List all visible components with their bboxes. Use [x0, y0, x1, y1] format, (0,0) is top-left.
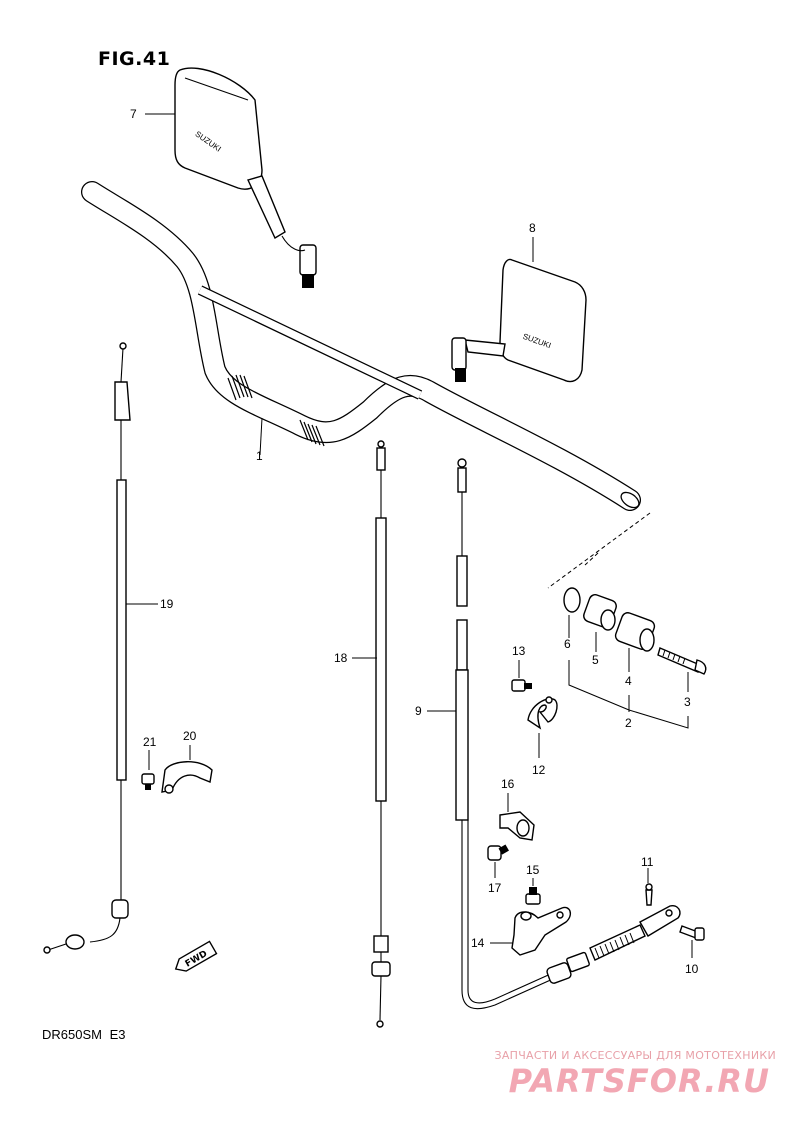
- balancer-washer: [563, 587, 581, 613]
- bracket-14: [511, 906, 572, 956]
- figure-title: FIG.41: [98, 48, 171, 70]
- cable-19: [43, 342, 131, 954]
- knurled-section-right: [299, 419, 325, 447]
- callout-18: 18: [334, 651, 348, 665]
- callout-9: 9: [415, 704, 422, 718]
- bolt-17: [487, 844, 509, 861]
- callout-4: 4: [625, 674, 632, 688]
- model-code: DR650SM E3: [42, 1027, 126, 1042]
- bolt-10: [679, 925, 705, 941]
- callout-16: 16: [501, 777, 515, 791]
- handlebar: [81, 181, 641, 511]
- callout-14: 14: [471, 936, 485, 950]
- cable-9: [455, 458, 681, 1010]
- callout-5: 5: [592, 653, 599, 667]
- callout-7: 7: [130, 107, 137, 121]
- cable-guide-12: [527, 696, 558, 730]
- callout-1: 1: [256, 449, 263, 463]
- balancer-weight-outer: [614, 612, 656, 652]
- callout-20: 20: [183, 729, 197, 743]
- callout-15: 15: [526, 863, 540, 877]
- callout-3: 3: [684, 695, 691, 709]
- clamp-16: [499, 811, 535, 841]
- watermark-tagline: ЗАПЧАСТИ И АКСЕССУАРЫ ДЛЯ МОТОТЕХНИКИ: [494, 1049, 776, 1062]
- cable-clamp-20: [161, 761, 213, 794]
- callout-13: 13: [512, 644, 526, 658]
- callout-6: 6: [564, 637, 571, 651]
- callout-11: 11: [641, 855, 654, 869]
- mirror-right: SUZUKI: [451, 258, 587, 383]
- callout-21: 21: [143, 735, 157, 749]
- balancer-assembly: [547, 512, 707, 675]
- bolt-13: [511, 679, 532, 692]
- cable-18: [371, 440, 391, 1028]
- callout-2: 2: [625, 716, 632, 730]
- callout-17: 17: [488, 881, 502, 895]
- callout-10: 10: [685, 962, 699, 976]
- watermark-logo: PARTSFOR.RU: [508, 1062, 770, 1100]
- callout-8: 8: [529, 221, 536, 235]
- balancer-weight-inner: [583, 594, 617, 631]
- balancer-screw: [657, 647, 707, 675]
- fwd-arrow-icon: FWD: [174, 940, 218, 972]
- leader-1: [259, 417, 263, 456]
- knurled-section-left: [227, 374, 253, 401]
- bolt-21: [141, 773, 155, 790]
- callout-12: 12: [532, 763, 546, 777]
- bolt-15: [525, 887, 541, 905]
- callout-19: 19: [160, 597, 174, 611]
- cotter-pin-11: [645, 883, 653, 906]
- mirror-left: SUZUKI: [174, 67, 317, 288]
